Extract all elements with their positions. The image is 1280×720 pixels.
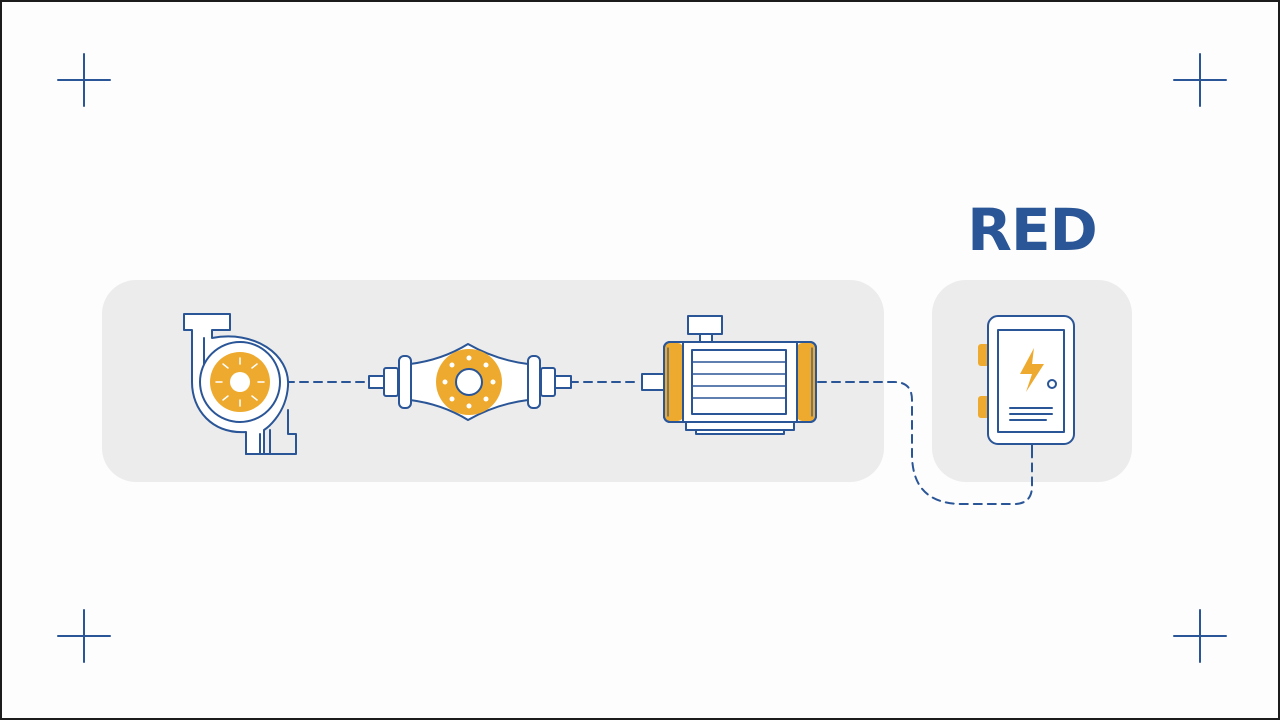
link-motor-panel bbox=[817, 381, 1033, 505]
lightning-icon bbox=[1020, 348, 1044, 392]
electrical-panel-icon bbox=[978, 315, 1075, 451]
dashed-connections bbox=[285, 381, 1033, 505]
crop-mark-bottom-right bbox=[1173, 609, 1227, 663]
crop-mark-bottom-left bbox=[57, 609, 111, 663]
motor-icon bbox=[641, 315, 817, 435]
crop-mark-top-left bbox=[57, 53, 111, 107]
coupling-icon bbox=[368, 343, 572, 421]
crop-mark-top-right bbox=[1173, 53, 1227, 107]
grid-label: RED bbox=[967, 196, 1097, 264]
pump-icon bbox=[183, 313, 297, 455]
